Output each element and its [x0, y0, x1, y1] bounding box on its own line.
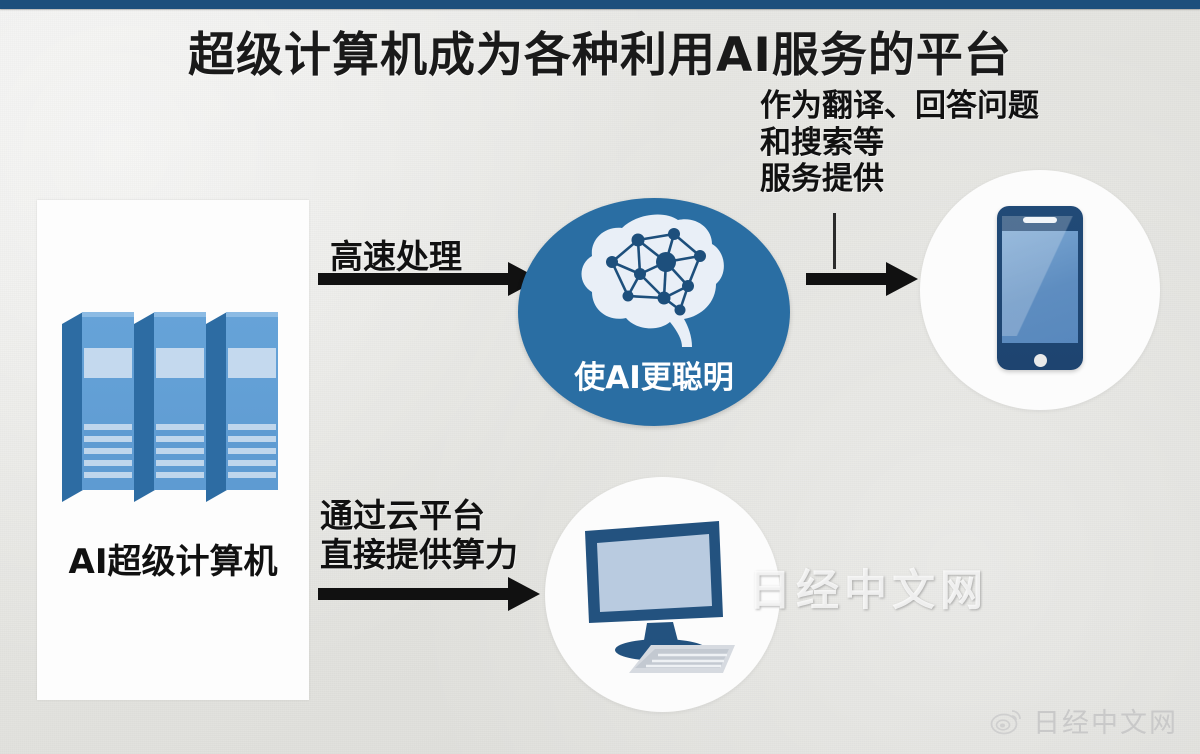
phone-screen — [1002, 231, 1078, 343]
arrow-caption-high-speed: 高速处理 — [330, 237, 462, 276]
server-rack — [134, 312, 206, 502]
rack-panel — [228, 348, 276, 378]
arrow-caption-service-line2: 和搜索等 — [760, 124, 884, 161]
phone-node — [920, 170, 1160, 410]
watermark-center: 日经中文网 — [748, 566, 988, 616]
page-title: 超级计算机成为各种利用AI服务的平台 — [188, 28, 1012, 83]
desktop-monitor-icon — [585, 521, 735, 673]
rack-side — [62, 312, 83, 502]
rack-panel — [156, 348, 204, 378]
server-rack — [206, 312, 278, 502]
rack-face — [154, 312, 206, 490]
rack-slats — [228, 424, 276, 484]
monitor-node — [545, 477, 780, 712]
arrow-caption-service: 作为翻译、回答问题 和搜索等 服务提供 — [760, 88, 1039, 198]
phone-home-button — [1034, 354, 1047, 367]
top-accent-bar — [0, 0, 1200, 9]
brain-node-label: 使AI更聪明 — [574, 360, 734, 396]
arrow-caption-cloud-line2: 直接提供算力 — [320, 534, 518, 574]
brain-network-icon — [581, 214, 724, 347]
rack-slats — [156, 424, 204, 484]
rack-face — [226, 312, 278, 490]
rack-side — [206, 312, 227, 502]
phone-speaker — [1023, 217, 1057, 223]
arrow-shaft — [318, 588, 510, 600]
brain-node: 使AI更聪明 — [518, 198, 790, 426]
arrow-supercomputer-to-monitor — [318, 577, 540, 611]
arrow-caption-service-line3: 服务提供 — [760, 161, 884, 198]
weibo-logo-icon — [990, 709, 1021, 734]
arrow-brain-to-phone — [806, 262, 918, 296]
rack-panel — [84, 348, 132, 378]
arrow-shaft — [806, 273, 888, 285]
smartphone-icon — [997, 206, 1083, 370]
arrow-caption-cloud-line1: 通过云平台 — [320, 496, 485, 535]
supercomputer-label: AI超级计算机 — [68, 542, 278, 582]
arrow-shaft — [318, 273, 510, 285]
server-rack-group — [62, 312, 292, 517]
arrow-head-icon — [508, 577, 540, 611]
server-rack — [62, 312, 134, 502]
arrow-caption-service-line1: 作为翻译、回答问题 — [760, 88, 1039, 124]
rack-face — [82, 312, 134, 490]
rack-slats — [84, 424, 132, 484]
watermark-corner-label: 日经中文网 — [1033, 708, 1178, 739]
arrow-supercomputer-to-brain — [318, 262, 540, 296]
caption-connector-line — [833, 213, 836, 269]
arrow-caption-cloud: 通过云平台 直接提供算力 — [320, 496, 518, 575]
rack-side — [134, 312, 155, 502]
arrow-head-icon — [886, 262, 918, 296]
watermark-corner: 日经中文网 — [990, 701, 1178, 740]
